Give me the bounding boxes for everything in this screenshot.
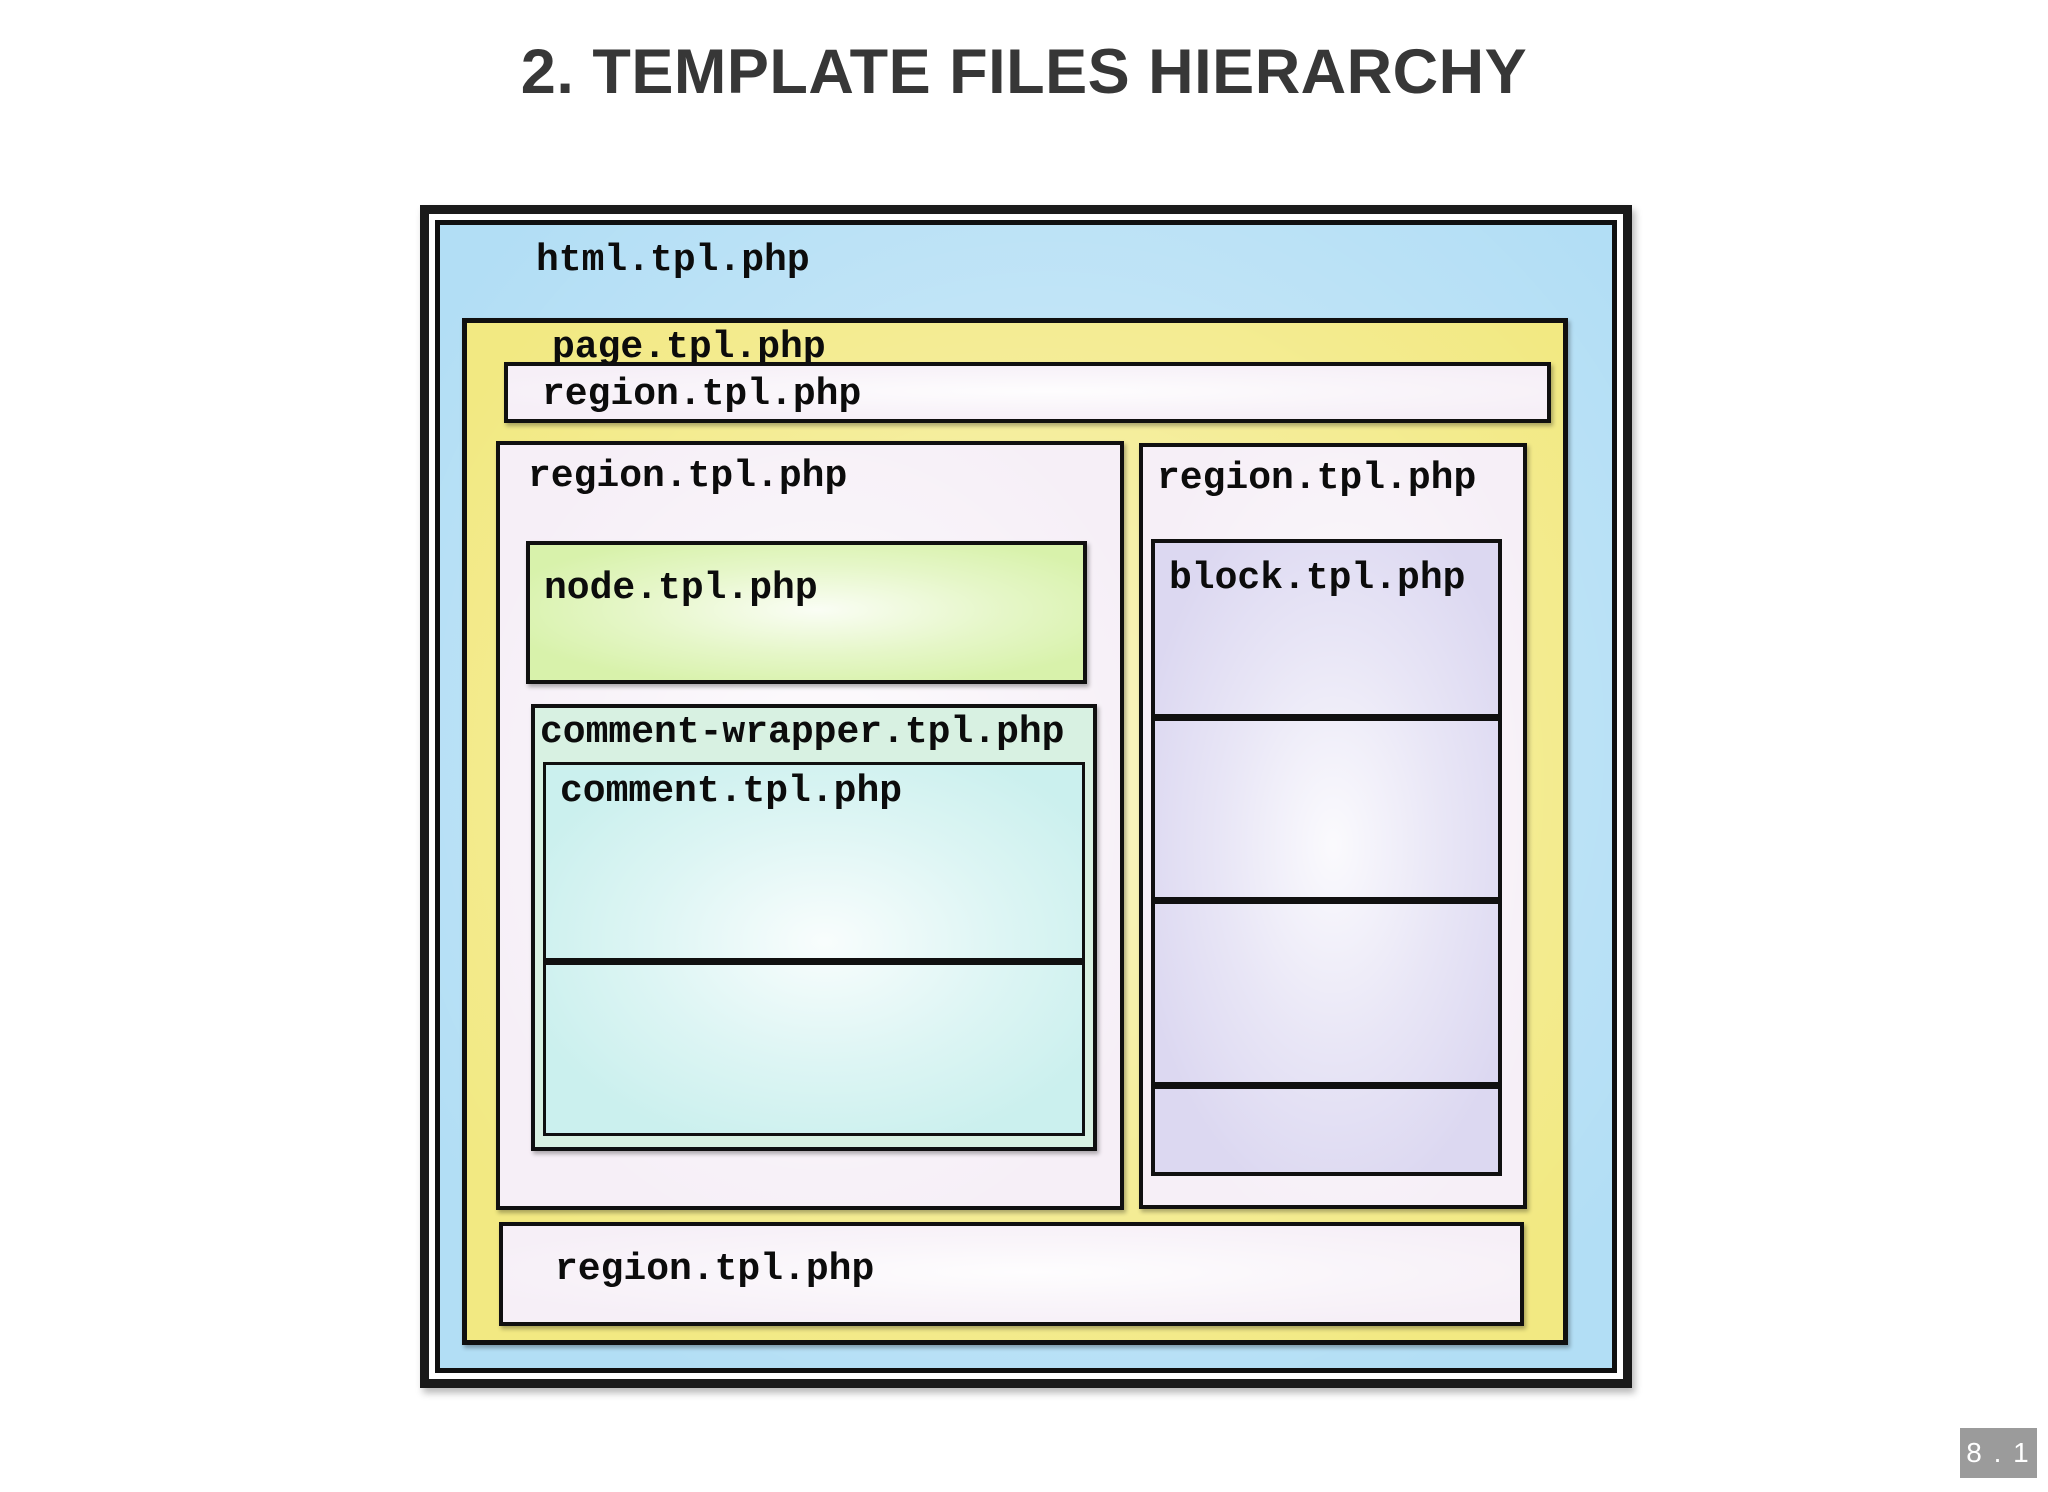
node-template-box: node.tpl.php xyxy=(526,541,1087,684)
region-left-label: region.tpl.php xyxy=(528,455,848,498)
comment-template-box: comment.tpl.php xyxy=(543,762,1085,1136)
page-template-box: page.tpl.php region.tpl.php region.tpl.p… xyxy=(462,318,1568,1345)
html-template-label: html.tpl.php xyxy=(536,239,810,282)
block-instance-2 xyxy=(1155,714,1498,897)
region-bottom-box: region.tpl.php xyxy=(499,1222,1524,1326)
diagram-frame: html.tpl.php page.tpl.php region.tpl.php… xyxy=(420,205,1632,1388)
node-template-label: node.tpl.php xyxy=(544,567,818,610)
region-bottom-label: region.tpl.php xyxy=(555,1248,875,1291)
page-template-label: page.tpl.php xyxy=(552,326,826,369)
slide-number-badge: 8 . 1 xyxy=(1960,1428,2037,1478)
comment-template-label: comment.tpl.php xyxy=(560,770,903,813)
region-left-box: region.tpl.php node.tpl.php comment-wrap… xyxy=(496,441,1124,1210)
region-top-box: region.tpl.php xyxy=(504,362,1551,423)
comment-wrapper-box: comment-wrapper.tpl.php comment.tpl.php xyxy=(531,704,1097,1151)
block-template-label: block.tpl.php xyxy=(1169,557,1466,600)
block-instance-3 xyxy=(1155,897,1498,1082)
region-top-label: region.tpl.php xyxy=(542,373,862,416)
slide-title: 2. TEMPLATE FILES HIERARCHY xyxy=(520,37,1528,107)
comment-wrapper-label: comment-wrapper.tpl.php xyxy=(540,711,1065,754)
html-template-box: html.tpl.php page.tpl.php region.tpl.php… xyxy=(435,220,1617,1373)
block-instance-1: block.tpl.php xyxy=(1155,543,1498,714)
comment-instance-1: comment.tpl.php xyxy=(546,765,1082,965)
block-instance-4 xyxy=(1155,1082,1498,1172)
comment-instance-2 xyxy=(546,965,1082,1136)
region-right-box: region.tpl.php block.tpl.php xyxy=(1139,443,1527,1209)
region-right-label: region.tpl.php xyxy=(1157,457,1477,500)
block-template-box: block.tpl.php xyxy=(1151,539,1502,1176)
